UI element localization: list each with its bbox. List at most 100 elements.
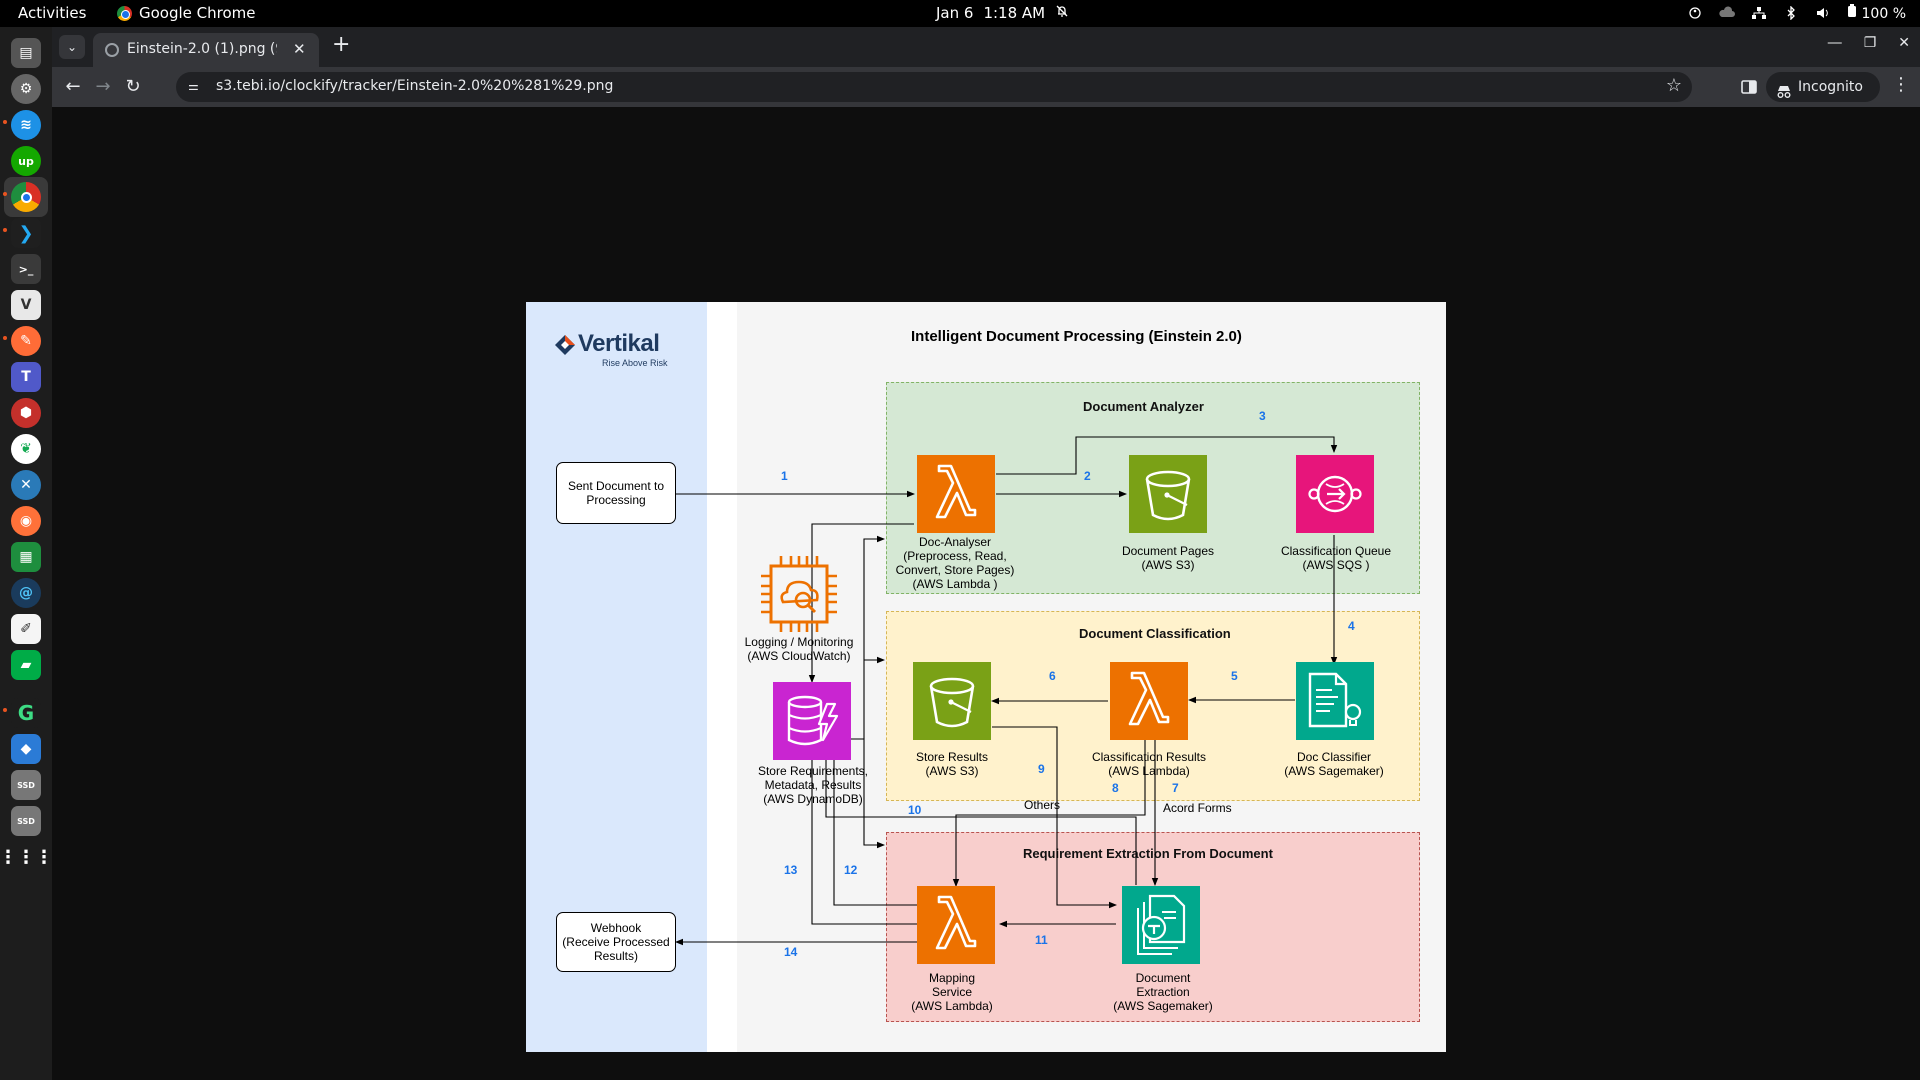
browser-toolbar: ← → ↻ ⚌ s3.tebi.io/clockify/tracker/Eins… [52,67,1920,107]
page-viewport: Vertikal Rise Above Risk Intelligent Doc… [52,107,1920,1080]
text-editor-icon[interactable]: ✐ [11,614,41,644]
chat-icon[interactable]: ▰ [11,650,41,680]
do-not-disturb-icon [1055,4,1069,22]
step-number: 11 [1035,933,1048,947]
lane-divider [707,302,737,1052]
terminal-icon[interactable]: >_ [11,254,41,284]
url-text: s3.tebi.io/clockify/tracker/Einstein-2.0… [216,78,614,94]
step-number: 9 [1038,762,1045,776]
step-number: 1 [781,469,788,483]
app-cube-icon[interactable]: ◆ [11,734,41,764]
cloudwatch-icon [759,554,839,634]
forward-arrow-icon[interactable]: → [95,76,111,97]
settings-icon[interactable]: ⚙ [11,74,41,104]
app-menu[interactable]: Google Chrome [117,4,256,22]
diagram-edges [675,436,1338,946]
postman-icon[interactable]: ✎ [11,326,41,356]
app-icon[interactable]: V [11,290,41,320]
incognito-icon [1776,80,1792,98]
running-indicator [3,192,7,196]
docker-icon[interactable]: ≋ [11,110,41,140]
dynamodb-icon [773,682,851,760]
new-tab-button[interactable]: + [332,32,351,57]
vertikal-logo: Vertikal Rise Above Risk [554,330,674,370]
close-window-icon[interactable]: ✕ [1898,35,1910,51]
logo-name: Vertikal [578,330,660,357]
chrome-icon [117,5,132,21]
vpn-icon[interactable]: G [11,698,41,728]
step-number: 8 [1112,781,1119,795]
address-bar[interactable]: ⚌ s3.tebi.io/clockify/tracker/Einstein-2… [176,72,1692,102]
mongodb-icon[interactable]: ❦ [11,434,41,464]
step-number: 5 [1231,669,1238,683]
step-number: 6 [1049,669,1056,683]
group-title-extraction: Requirement Extraction From Document [1023,846,1273,861]
s3-bucket-icon [1129,455,1207,533]
lambda-icon [917,886,995,964]
volume-icon [1815,6,1831,20]
step-number: 4 [1348,619,1355,633]
label-doc-classifier: Doc Classifier (AWS Sagemaker) [1284,750,1384,778]
vertikal-logo-mark [555,335,575,355]
bookmark-star-icon[interactable]: ☆ [1665,75,1682,96]
edge-label-others: Others [1024,798,1061,812]
running-indicator [3,708,7,712]
vscode-icon[interactable]: ❯ [11,218,41,248]
bluetooth-icon [1783,5,1799,21]
activities-button[interactable]: Activities [18,4,87,22]
apps-grid-icon[interactable]: ⋮⋮⋮ [0,846,53,868]
disk-icon[interactable]: SSD [11,806,41,836]
label-mapping-service: Mapping Service (AWS Lambda) [911,971,993,1013]
edge-logging-to-dynamodb [808,523,914,683]
tab-search-button[interactable]: ⌄ [59,35,85,59]
step-number: 2 [1084,469,1091,483]
tab-strip: ⌄ Einstein-2.0 (1).png (920 ✕ + ― ❐ ✕ [52,27,1920,67]
incognito-label: Incognito [1798,79,1863,95]
side-panel-icon[interactable] [1736,74,1762,100]
tab-active[interactable]: Einstein-2.0 (1).png (920 ✕ [93,33,319,67]
system-top-bar: Activities Google Chrome Jan 6 1:18 AM 1… [0,0,1920,27]
label-document-extraction: Document Extraction (AWS Sagemaker) [1113,971,1213,1013]
lambda-icon [917,455,995,533]
globe-icon [105,43,119,57]
window-controls: ― ❐ ✕ [1828,35,1910,51]
label-store-requirements: Store Requirements, Metadata, Results (A… [757,764,869,806]
edge-label-acord-forms: Acord Forms [1163,801,1232,815]
step-number: 10 [908,803,922,817]
edge-7 [952,740,1146,887]
group-title-analyzer: Document Analyzer [1083,399,1204,414]
upwork-icon[interactable]: up [11,146,41,176]
spreadsheet-icon[interactable]: ▦ [11,542,41,572]
chrome-icon[interactable] [11,182,41,212]
kebab-menu-icon[interactable]: ⋮ [1892,74,1910,95]
close-tab-icon[interactable]: ✕ [293,40,306,58]
site-info-icon[interactable]: ⚌ [188,79,199,93]
app-red-icon[interactable]: ⬢ [11,398,41,428]
battery-percent: 100 % [1861,6,1906,22]
restore-icon[interactable]: ❐ [1863,35,1877,51]
logo-tagline: Rise Above Risk [602,358,668,368]
teams-icon[interactable]: T [11,362,41,392]
battery-status: 100 % [1847,4,1906,22]
back-arrow-icon[interactable]: ← [65,76,81,97]
app-spiral-icon[interactable]: @ [11,578,41,608]
accessibility-icon [1687,6,1703,20]
running-indicator [3,120,7,124]
edge-12 [830,750,923,906]
label-logging: Logging / Monitoring (AWS CloudWatch) [744,635,854,663]
clock[interactable]: Jan 6 1:18 AM [936,4,1069,22]
disk-icon[interactable]: SSD [11,770,41,800]
minimize-icon[interactable]: ― [1827,35,1842,51]
network-icon [1751,6,1767,20]
system-tray[interactable]: 100 % [1687,4,1906,22]
incognito-indicator[interactable]: Incognito [1766,72,1880,102]
sqs-queue-icon [1296,455,1374,533]
reload-icon[interactable]: ↻ [125,76,141,97]
firefox-icon[interactable]: ◉ [11,506,41,536]
app-xenon-icon[interactable]: ✕ [11,470,41,500]
label-doc-analyser: Doc-Analyser (Preprocess, Read, Convert,… [895,535,1015,591]
label-classification-queue: Classification Queue (AWS SQS ) [1280,544,1392,572]
cloud-icon [1719,6,1736,20]
files-icon[interactable]: ▤ [11,38,41,68]
label-classification-results: Classification Results (AWS Lambda) [1091,750,1207,778]
